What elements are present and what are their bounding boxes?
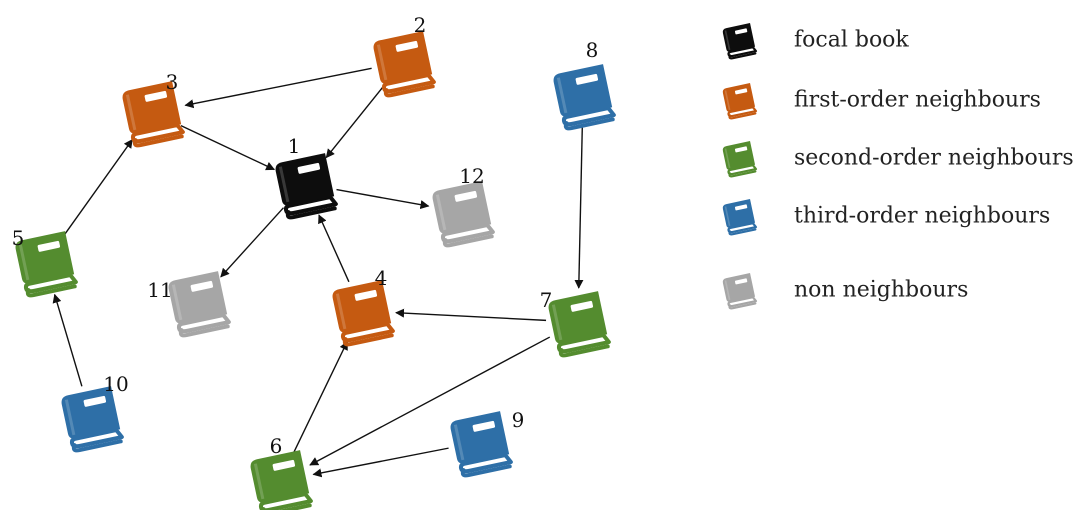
edge-6-to-4 [293, 340, 348, 453]
edge-8-to-7 [574, 126, 584, 289]
legend-book-icon-focal [722, 23, 758, 60]
node-label-11: 11 [147, 278, 172, 302]
edge-3-to-1 [180, 124, 276, 171]
node-label-6: 6 [270, 434, 283, 458]
node-label-9: 9 [512, 408, 525, 432]
edges [52, 67, 584, 478]
node-label-3: 3 [166, 70, 179, 94]
edge-1-to-11 [220, 207, 285, 278]
legend-book-icon-non [722, 273, 758, 310]
book-icon-node-10 [61, 386, 124, 453]
node-label-5: 5 [12, 226, 25, 250]
book-icon-node-5 [15, 231, 78, 298]
legend-book-icon-second [722, 141, 758, 178]
book-icon-node-7 [548, 291, 611, 358]
node-label-2: 2 [414, 13, 427, 37]
legend-book-icon-third [722, 199, 758, 236]
legend-label-third: third-order neighbours [794, 204, 1050, 229]
legend: focal book first-order neighbours second-o… [722, 23, 1074, 310]
book-icon-node-6 [250, 450, 313, 510]
edge-2-to-1 [325, 86, 384, 159]
node-label-7: 7 [540, 288, 553, 312]
book-icon-node-3 [122, 81, 185, 148]
edge-9-to-6 [312, 447, 449, 478]
edge-7-to-6 [309, 336, 551, 466]
legend-label-first: first-order neighbours [794, 88, 1041, 113]
edge-4-to-1 [318, 214, 350, 283]
book-icon-node-4 [332, 280, 395, 347]
legend-book-icon-first [722, 83, 758, 120]
edge-1-to-12 [336, 188, 430, 210]
edge-5-to-3 [63, 138, 133, 237]
edge-2-to-3 [184, 67, 372, 109]
book-icon-node-12 [432, 181, 495, 248]
legend-label-non: non neighbours [794, 278, 968, 303]
node-label-12: 12 [459, 164, 484, 188]
node-label-10: 10 [103, 372, 128, 396]
node-label-4: 4 [375, 266, 388, 290]
edge-10-to-5 [52, 293, 83, 387]
book-icon-node-1 [275, 153, 338, 220]
book-icon-node-8 [553, 64, 616, 131]
legend-label-second: second-order neighbours [794, 146, 1074, 171]
node-label-1: 1 [288, 134, 301, 158]
book-icon-node-11 [168, 271, 231, 338]
legend-label-focal: focal book [794, 28, 909, 53]
book-icon-node-9 [450, 411, 513, 478]
node-label-8: 8 [586, 38, 599, 62]
book-icon-node-2 [373, 31, 436, 98]
edge-7-to-4 [395, 308, 547, 322]
